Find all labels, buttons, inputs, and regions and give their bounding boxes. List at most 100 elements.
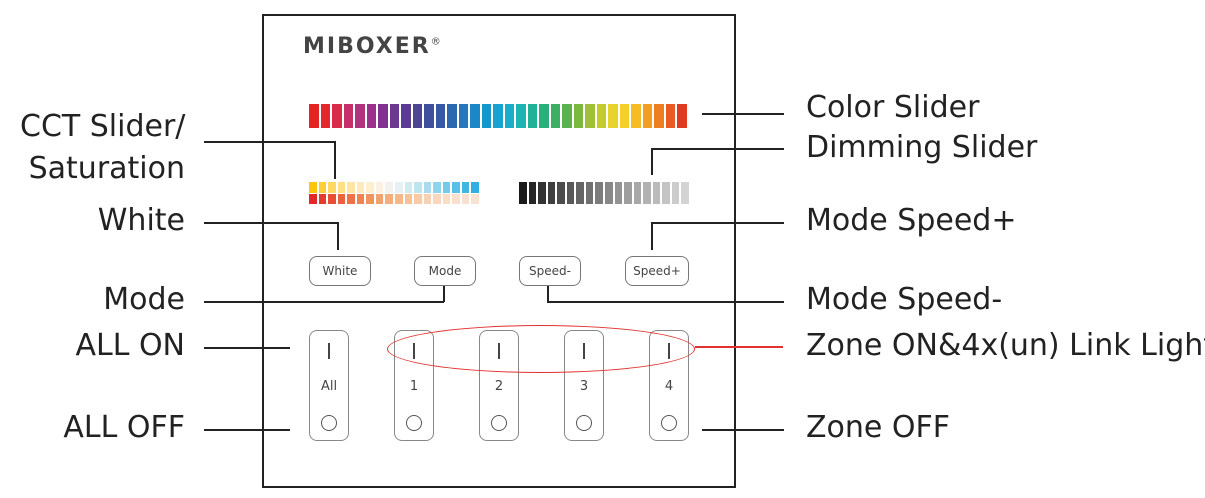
cct-slider-segment[interactable] <box>395 193 403 204</box>
zone-all-on-icon[interactable] <box>328 343 330 359</box>
dimming-slider-segment[interactable] <box>557 182 565 204</box>
cct-slider-segment[interactable] <box>433 182 441 193</box>
color-slider-segment[interactable] <box>470 104 480 128</box>
cct-slider-segment[interactable] <box>328 193 336 204</box>
zone-all-off-icon[interactable] <box>321 415 337 431</box>
cct-slider-segment[interactable] <box>423 193 432 204</box>
dimming-slider-segment[interactable] <box>519 182 527 204</box>
dimming-slider[interactable] <box>519 182 689 204</box>
cct-slider-segment[interactable] <box>404 193 413 204</box>
dimming-slider-segment[interactable] <box>652 182 661 204</box>
cct-slider-segment[interactable] <box>356 193 365 204</box>
dimming-slider-segment[interactable] <box>538 182 546 204</box>
dimming-slider-segment[interactable] <box>671 182 680 204</box>
zone-1-off-icon[interactable] <box>406 415 422 431</box>
cct-slider-segment[interactable] <box>318 193 327 204</box>
cct-slider-segment[interactable] <box>347 193 355 204</box>
dimming-slider-segment[interactable] <box>633 182 642 204</box>
cct-slider-segment[interactable] <box>433 193 441 204</box>
color-slider-segment[interactable] <box>642 104 653 128</box>
white-button[interactable]: White <box>309 256 371 286</box>
color-slider-segment[interactable] <box>320 104 330 128</box>
color-slider-segment[interactable] <box>309 104 319 128</box>
zone-2-off-icon[interactable] <box>491 415 507 431</box>
speed-minus-button[interactable]: Speed- <box>519 256 581 286</box>
speed-plus-button[interactable]: Speed+ <box>625 256 689 286</box>
cct-slider-segment[interactable] <box>337 182 346 193</box>
color-slider-segment[interactable] <box>378 104 388 128</box>
color-slider-segment[interactable] <box>516 104 526 128</box>
dimming-slider-segment[interactable] <box>614 182 623 204</box>
dimming-slider-segment[interactable] <box>662 182 670 204</box>
dimming-slider-segment[interactable] <box>643 182 651 204</box>
color-slider-segment[interactable] <box>355 104 365 128</box>
color-slider-segment[interactable] <box>401 104 411 128</box>
cct-slider-segment[interactable] <box>461 182 470 193</box>
cct-slider-segment[interactable] <box>385 193 393 204</box>
dimming-slider-segment[interactable] <box>681 182 689 204</box>
cct-slider-segment[interactable] <box>471 182 479 193</box>
color-slider-segment[interactable] <box>343 104 354 128</box>
dimming-slider-segment[interactable] <box>605 182 613 204</box>
zone-4-off-icon[interactable] <box>661 415 677 431</box>
cct-slider-segment[interactable] <box>337 193 346 204</box>
dimming-slider-segment[interactable] <box>595 182 603 204</box>
color-slider-segment[interactable] <box>573 104 584 128</box>
zone-all-button[interactable]: All <box>309 330 349 441</box>
cct-slider-segment[interactable] <box>347 182 355 193</box>
color-slider-segment[interactable] <box>619 104 630 128</box>
cct-slider-segment[interactable] <box>366 193 374 204</box>
color-slider-segment[interactable] <box>608 104 618 128</box>
cct-slider-segment[interactable] <box>328 182 336 193</box>
color-slider-segment[interactable] <box>481 104 492 128</box>
color-slider-segment[interactable] <box>504 104 515 128</box>
cct-slider-segment[interactable] <box>356 182 365 193</box>
color-slider-segment[interactable] <box>435 104 446 128</box>
color-slider-segment[interactable] <box>389 104 400 128</box>
mode-button[interactable]: Mode <box>414 256 476 286</box>
color-slider-segment[interactable] <box>424 104 434 128</box>
cct-slider[interactable] <box>309 182 479 204</box>
color-slider-segment[interactable] <box>493 104 503 128</box>
cct-slider-segment[interactable] <box>414 182 422 193</box>
color-slider-segment[interactable] <box>366 104 377 128</box>
cct-slider-segment[interactable] <box>452 182 460 193</box>
color-slider-segment[interactable] <box>585 104 595 128</box>
color-slider-segment[interactable] <box>458 104 469 128</box>
cct-slider-segment[interactable] <box>452 193 460 204</box>
cct-slider-segment[interactable] <box>423 182 432 193</box>
dimming-slider-segment[interactable] <box>547 182 556 204</box>
cct-slider-segment[interactable] <box>309 182 317 193</box>
cct-slider-segment[interactable] <box>414 193 422 204</box>
color-slider-segment[interactable] <box>332 104 342 128</box>
dimming-slider-segment[interactable] <box>576 182 584 204</box>
color-slider-segment[interactable] <box>412 104 423 128</box>
cct-slider-segment[interactable] <box>404 182 413 193</box>
color-slider-segment[interactable] <box>527 104 538 128</box>
color-slider-segment[interactable] <box>596 104 607 128</box>
cct-slider-segment[interactable] <box>375 193 384 204</box>
color-slider-segment[interactable] <box>562 104 572 128</box>
color-slider-segment[interactable] <box>654 104 664 128</box>
color-slider-segment[interactable] <box>665 104 676 128</box>
cct-slider-segment[interactable] <box>395 182 403 193</box>
color-slider-segment[interactable] <box>447 104 457 128</box>
cct-slider-segment[interactable] <box>461 193 470 204</box>
color-slider-segment[interactable] <box>677 104 687 128</box>
cct-slider-segment[interactable] <box>318 182 327 193</box>
dimming-slider-segment[interactable] <box>528 182 537 204</box>
cct-slider-segment[interactable] <box>309 193 317 204</box>
dimming-slider-segment[interactable] <box>624 182 632 204</box>
color-slider-segment[interactable] <box>631 104 641 128</box>
cct-slider-segment[interactable] <box>385 182 393 193</box>
dimming-slider-segment[interactable] <box>566 182 575 204</box>
dimming-slider-segment[interactable] <box>585 182 594 204</box>
zone-3-off-icon[interactable] <box>576 415 592 431</box>
cct-slider-segment[interactable] <box>366 182 374 193</box>
cct-slider-segment[interactable] <box>442 193 451 204</box>
cct-slider-segment[interactable] <box>375 182 384 193</box>
color-slider-segment[interactable] <box>550 104 561 128</box>
color-slider-segment[interactable] <box>539 104 549 128</box>
cct-slider-segment[interactable] <box>442 182 451 193</box>
color-slider[interactable] <box>309 104 687 128</box>
